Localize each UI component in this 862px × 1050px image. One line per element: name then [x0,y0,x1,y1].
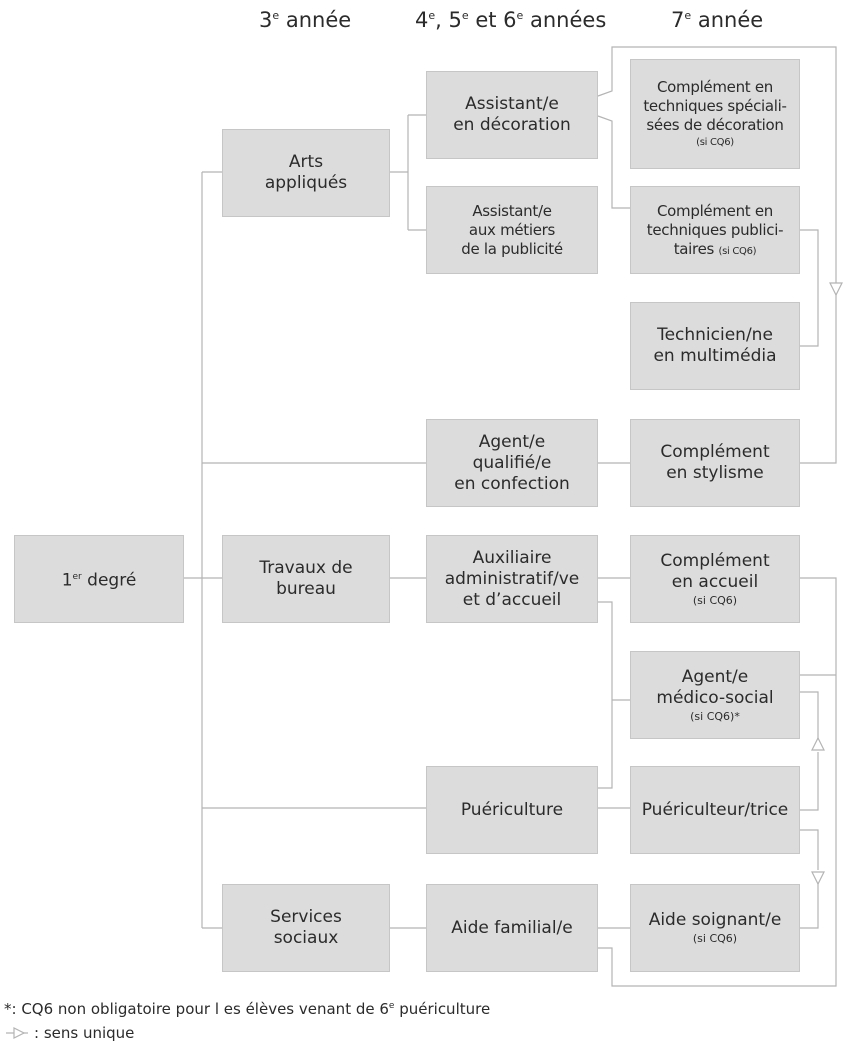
box-arts-appliques: Arts appliqués [222,129,390,217]
box-complement-decoration: Complément en techniques spéciali- sées … [630,59,800,169]
arrow-down-icon [829,282,843,297]
legend: : sens unique [4,1024,134,1042]
one-way-arrow-icon [6,1027,28,1039]
box-technicien-multimedia: Technicien/ne en multimédia [630,302,800,390]
arrow-up-icon [811,736,825,751]
header-4-5-6-annees: 4e, 5e et 6e années [415,8,607,32]
arrow-down-icon [811,871,825,886]
box-assistant-publicite: Assistant/e aux métiers de la publicité [426,186,598,274]
box-premier-degre: 1er degré [14,535,184,623]
box-agent-confection: Agent/e qualifié/e en confection [426,419,598,507]
footnote: *: CQ6 non obligatoire pour l es élèves … [4,1000,491,1018]
box-auxiliaire-administratif: Auxiliaire administratif/ve et d’accueil [426,535,598,623]
box-agent-medico-social: Agent/e médico-social (si CQ6)* [630,651,800,739]
box-complement-stylisme: Complément en stylisme [630,419,800,507]
one-way-arrows [811,282,843,886]
box-aide-soignant: Aide soignant/e (si CQ6) [630,884,800,972]
legend-label: : sens unique [34,1024,135,1042]
header-7e-annee: 7e année [671,8,764,32]
box-assistant-decoration: Assistant/e en décoration [426,71,598,159]
box-complement-publicitaires: Complément en techniques publici- taires… [630,186,800,274]
box-puericulteur: Puériculteur/trice [630,766,800,854]
box-travaux-de-bureau: Travaux de bureau [222,535,390,623]
box-services-sociaux: Services sociaux [222,884,390,972]
box-aide-familial: Aide familial/e [426,884,598,972]
header-3e-annee: 3e année [259,8,352,32]
box-complement-accueil: Complément en accueil (si CQ6) [630,535,800,623]
box-puericulture: Puériculture [426,766,598,854]
